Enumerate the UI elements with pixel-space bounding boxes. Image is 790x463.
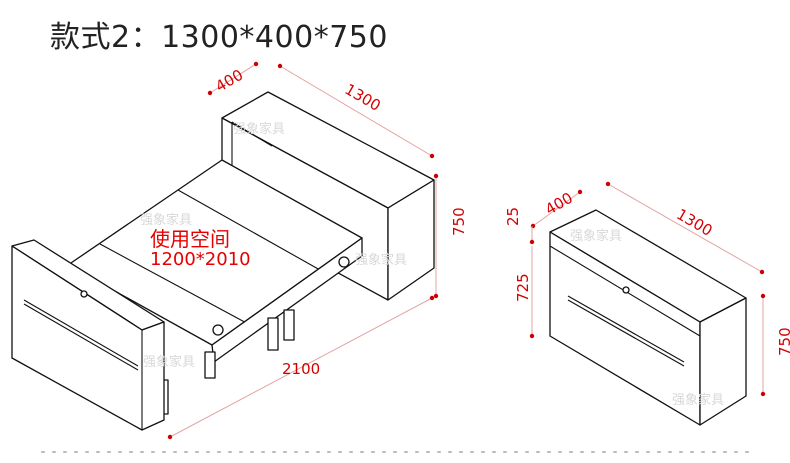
- cabinet-handle-shadow: [567, 299, 685, 367]
- cabinet-side-closed: [699, 297, 747, 426]
- cabinet-side-open: [387, 179, 435, 301]
- dim-dot: [760, 293, 766, 299]
- dim-label-open-height: 750: [450, 207, 468, 236]
- dim-dot: [429, 295, 435, 301]
- open-bed-drawing: 400 1300 750 2100 强象家具 强象家具 强象家具 强象家具: [11, 61, 468, 440]
- dim-dot: [253, 61, 259, 67]
- dim-dot: [529, 333, 535, 339]
- dim-dot: [429, 153, 435, 159]
- dim-label-closed-depth: 400: [542, 189, 576, 219]
- dim-dot: [277, 63, 283, 69]
- foot-panel-lock: [80, 290, 88, 298]
- closed-cabinet-drawing: 400 1300 25 725 750 强象家具 强象家具: [504, 181, 790, 426]
- foot-panel-handle-shadow: [23, 303, 139, 371]
- watermark: 强象家具: [140, 212, 192, 228]
- watermark: 强象家具: [233, 121, 285, 137]
- usable-space-label: 使用空间 1200*2010: [150, 228, 251, 270]
- cabinet-handle: [567, 295, 685, 363]
- watermark: 强象家具: [143, 354, 195, 370]
- bed-leg-3: [283, 309, 295, 341]
- dim-label-open-width: 1300: [342, 80, 384, 115]
- cabinet-inner-line: [231, 121, 273, 147]
- usable-space-size: 1200*2010: [150, 249, 251, 270]
- dim-label-closed-body: 725: [514, 273, 532, 302]
- bed-fold-line-2: [177, 189, 321, 271]
- dim-line-open-length: [169, 297, 433, 438]
- hinge-knob-2: [338, 256, 350, 268]
- foot-panel-handle: [23, 299, 139, 367]
- bed-leg-1: [204, 351, 216, 379]
- hinge-knob-1: [212, 324, 224, 336]
- dim-label-closed-height: 750: [776, 327, 790, 356]
- dim-label-closed-width: 1300: [673, 205, 715, 240]
- dim-dot: [605, 181, 611, 187]
- watermark: 强象家具: [672, 392, 724, 408]
- page-title: 款式2：1300*400*750: [50, 20, 388, 55]
- usable-space-title: 使用空间: [150, 227, 230, 251]
- dim-dot: [577, 189, 583, 195]
- dim-dot: [167, 434, 173, 440]
- dim-line-open-width: [279, 65, 433, 157]
- watermark: 强象家具: [355, 252, 407, 268]
- watermark: 强象家具: [570, 228, 622, 244]
- dim-dot: [433, 173, 439, 179]
- dim-line-open-depth: [209, 63, 257, 94]
- dim-dot: [760, 391, 766, 397]
- dim-label-open-depth: 400: [212, 66, 246, 96]
- cabinet-lock: [622, 286, 630, 294]
- dim-dot: [530, 223, 536, 229]
- dim-dot: [529, 239, 535, 245]
- dim-label-open-length: 2100: [282, 360, 320, 378]
- dim-label-closed-top: 25: [504, 207, 522, 226]
- dim-line-closed-width: [607, 183, 763, 273]
- bed-fold-line-1: [99, 243, 253, 327]
- dim-dot: [759, 269, 765, 275]
- dim-dot: [207, 90, 213, 96]
- dim-dot: [433, 293, 439, 299]
- dim-line-closed-depth: [532, 191, 581, 227]
- bed-leg-2: [267, 317, 279, 351]
